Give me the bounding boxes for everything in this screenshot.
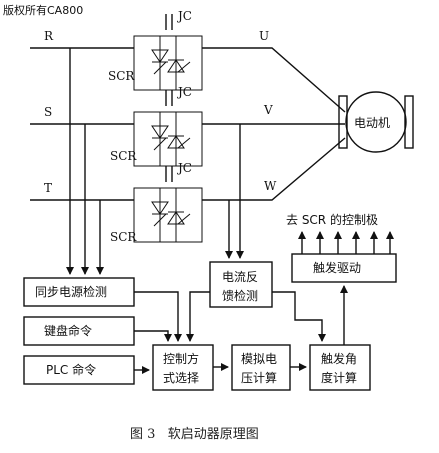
phase-label-u: U — [259, 29, 269, 43]
figure-caption: 图 3 软启动器原理图 — [130, 427, 259, 442]
trigger-angle-line2: 度计算 — [321, 370, 357, 385]
scr-label-r: SCR — [108, 69, 135, 83]
phase-label-t: T — [44, 181, 52, 195]
watermark-text: 版权所有CA800 — [3, 3, 83, 17]
jc-label-r: JC — [176, 9, 192, 23]
phase-label-s: S — [44, 105, 52, 119]
trigger-angle-line1: 触发角 — [321, 351, 357, 366]
scr-module-r — [133, 14, 203, 91]
scr-module-t — [133, 166, 203, 243]
motor-label: 电动机 — [354, 116, 390, 130]
sync-detect-block — [23, 277, 135, 307]
analog-voltage-line2: 压计算 — [241, 370, 277, 385]
current-feedback-line2: 馈检测 — [222, 288, 258, 303]
scr-label-t: SCR — [110, 230, 137, 244]
keyboard-label: 键盘命令 — [44, 323, 92, 338]
jc-label-t: JC — [176, 161, 192, 175]
trigger-drive-block — [291, 253, 397, 283]
control-mode-line2: 式选择 — [163, 371, 199, 385]
analog-voltage-line1: 模拟电 — [241, 352, 277, 366]
phase-t-line — [30, 137, 346, 201]
keyboard-block — [23, 316, 135, 346]
phase-label-r: R — [44, 29, 54, 43]
plc-block — [23, 355, 135, 385]
current-to-select — [186, 291, 210, 342]
current-to-trigger-angle — [272, 291, 326, 342]
phase-label-v: V — [263, 103, 273, 117]
scr-label-s: SCR — [110, 149, 137, 163]
current-feedback-line1: 电流反 — [222, 270, 258, 284]
plc-label: PLC 命令 — [46, 362, 96, 377]
analog-voltage-block — [231, 344, 291, 391]
sync-detect-label: 同步电源检测 — [35, 284, 107, 299]
control-mode-line1: 控制方 — [163, 351, 199, 366]
trigger-angle-block — [309, 344, 371, 391]
keyboard-to-select — [134, 330, 172, 342]
motor — [338, 91, 414, 153]
current-feedback-block — [209, 261, 273, 308]
gate-arrows — [298, 231, 394, 254]
trigger-drive-label: 触发驱动 — [313, 260, 361, 275]
jc-label-s: JC — [176, 85, 192, 99]
sync-to-select — [134, 291, 182, 342]
phase-label-w: W — [264, 179, 277, 193]
gate-label: 去 SCR 的控制极 — [286, 212, 378, 227]
phase-r-line — [30, 47, 346, 113]
scr-module-s — [133, 90, 203, 167]
